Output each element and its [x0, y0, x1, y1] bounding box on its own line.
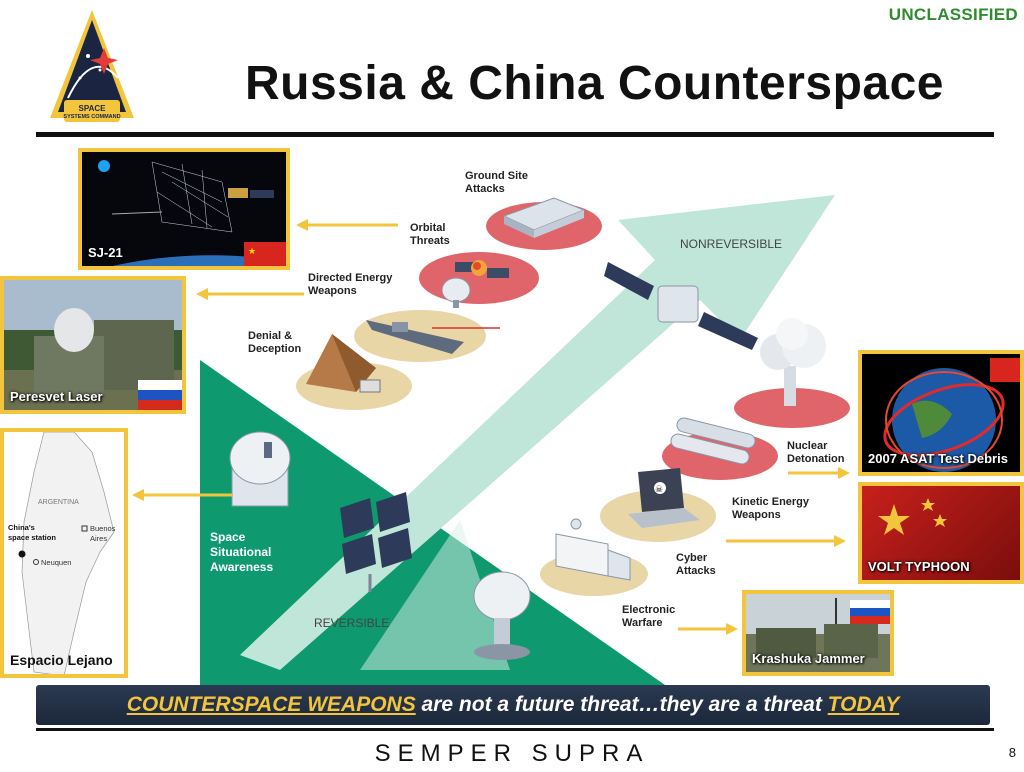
kinetic-missile-icon: [662, 417, 778, 480]
caption-peresvet-laser: Peresvet Laser: [10, 389, 103, 404]
orbital-threats-icon: [419, 252, 539, 304]
arrow-ew-to-krashuka: [678, 623, 738, 635]
label-denial-deception: Denial &Deception: [248, 330, 302, 355]
electronic-warfare-truck-icon: [540, 518, 648, 596]
satellite-dish-icon: [441, 277, 471, 308]
title-underline: [36, 132, 994, 137]
svg-text:Neuquen: Neuquen: [41, 558, 71, 567]
space-systems-command-logo: SPACE SYSTEMS COMMAND: [48, 8, 136, 132]
banner-highlight-today: TODAY: [827, 693, 900, 716]
svg-text:ARGENTINA: ARGENTINA: [38, 499, 79, 506]
page-number: 8: [1008, 745, 1016, 760]
arrow-cyber-to-volt: [726, 535, 846, 547]
footer-motto: SEMPER SUPRA: [374, 740, 650, 767]
key-message-banner: COUNTERSPACE WEAPONS are not a future th…: [36, 685, 990, 725]
photo-asat-test-debris: 2007 ASAT Test Debris: [858, 350, 1024, 476]
photo-peresvet-laser: Peresvet Laser: [0, 276, 186, 414]
photo-krashuka-jammer: Krashuka Jammer: [742, 590, 894, 676]
ground-antenna-icon: [473, 571, 531, 660]
caption-espacio-lejano: Espacio Lejano: [10, 652, 113, 668]
photo-espacio-lejano: ARGENTINA Buenos Aires China's space sta…: [0, 428, 128, 678]
photo-volt-typhoon: VOLT TYPHOON: [858, 482, 1024, 584]
svg-text:★: ★: [248, 246, 256, 256]
photo-sj21: ★ SJ-21: [78, 148, 290, 270]
satellite-icon: [604, 262, 758, 350]
svg-text:space station: space station: [8, 533, 56, 542]
solar-array-icon: [340, 492, 412, 592]
caption-sj21: SJ-21: [88, 245, 123, 260]
arrow-nuclear-to-asat: [788, 467, 850, 479]
nonreversible-label: NONREVERSIBLE: [680, 237, 783, 251]
ground-site-icon: [486, 197, 602, 250]
telescope-dome-icon: [229, 431, 291, 507]
svg-text:☠: ☠: [655, 484, 663, 494]
arrow-orbital-to-sj21: [296, 219, 398, 231]
page-title: Russia & China Counterspace: [245, 57, 944, 110]
svg-text:Aires: Aires: [90, 534, 107, 543]
nuclear-detonation-icon: [734, 318, 850, 428]
deception-tent-icon: [296, 334, 412, 410]
banner-highlight-counterspace: COUNTERSPACE WEAPONS: [126, 693, 416, 716]
logo-text-command: SYSTEMS COMMAND: [63, 114, 121, 120]
svg-text:China's: China's: [8, 523, 35, 532]
caption-krashuka-jammer: Krashuka Jammer: [752, 651, 865, 666]
arrow-directed-energy-to-peresvet: [196, 288, 304, 300]
banner-text: are not a future threat…they are a threa…: [415, 693, 828, 716]
directed-energy-ship-icon: [354, 310, 500, 362]
footer-rule: [36, 728, 994, 731]
caption-asat-test-debris: 2007 ASAT Test Debris: [868, 451, 1008, 466]
svg-text:Buenos: Buenos: [90, 524, 116, 533]
reversible-label: REVERSIBLE: [314, 616, 390, 630]
cyber-laptop-icon: ☠: [600, 468, 716, 542]
classification-marking: UNCLASSIFIED: [888, 5, 1018, 24]
logo-text-space: SPACE: [78, 104, 106, 113]
arrow-ssa-to-espacio: [132, 489, 232, 501]
caption-volt-typhoon: VOLT TYPHOON: [868, 559, 970, 574]
